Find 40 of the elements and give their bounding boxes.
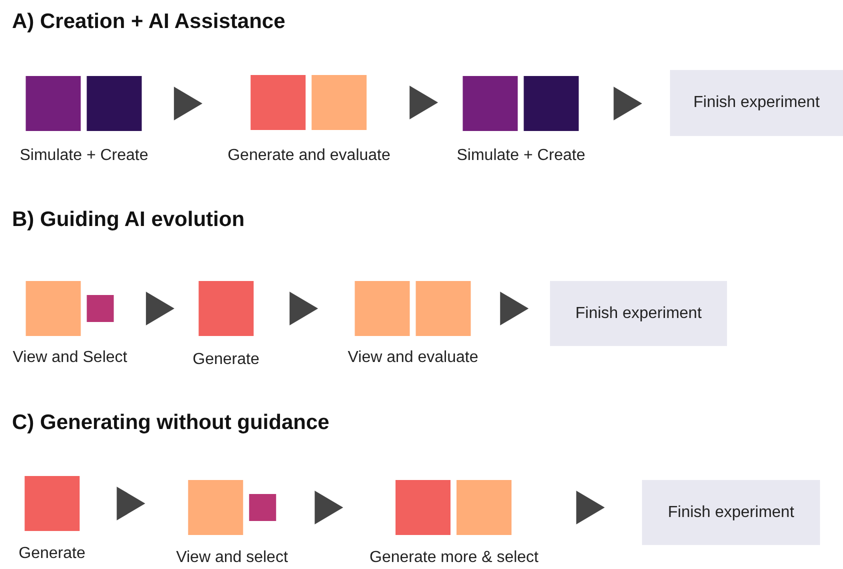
square-block [87, 295, 114, 322]
arrow [146, 292, 174, 326]
step-label: Generate and evaluate [228, 147, 390, 165]
process-box: Finish experiment [550, 281, 727, 346]
section-heading: C) Generating without guidance [12, 411, 330, 435]
arrow [174, 86, 202, 120]
step-label: Generate [18, 545, 86, 563]
section-heading: A) Creation + AI Assistance [12, 10, 286, 34]
arrow [290, 292, 318, 326]
arrow [500, 292, 529, 326]
square-block [24, 476, 80, 531]
square-block [249, 494, 276, 521]
square-block [416, 281, 471, 336]
step-label: View and select [176, 549, 288, 567]
square-block [26, 281, 81, 336]
step-label: Simulate + Create [20, 147, 148, 165]
square-block [463, 76, 518, 131]
process-box: Finish experiment [670, 70, 843, 136]
step-label: Generate more & select [370, 549, 538, 567]
arrow [314, 490, 344, 524]
square-block [198, 281, 254, 336]
step-label: Generate [192, 351, 260, 369]
square-block [524, 76, 579, 131]
square-block [87, 76, 142, 131]
arrow [576, 490, 605, 524]
step-label: View and Select [12, 349, 128, 367]
section-heading: B) Guiding AI evolution [12, 208, 245, 232]
arrow [116, 486, 146, 520]
square-block [188, 480, 243, 535]
square-block [26, 76, 81, 131]
square-block [251, 75, 306, 130]
arrow [410, 86, 438, 120]
step-label: Simulate + Create [456, 147, 586, 165]
square-block [312, 75, 367, 130]
square-block [396, 480, 451, 535]
step-label: View and evaluate [348, 349, 478, 367]
process-box: Finish experiment [642, 480, 820, 545]
square-block [457, 480, 512, 535]
arrow [614, 86, 642, 120]
square-block [355, 281, 410, 336]
